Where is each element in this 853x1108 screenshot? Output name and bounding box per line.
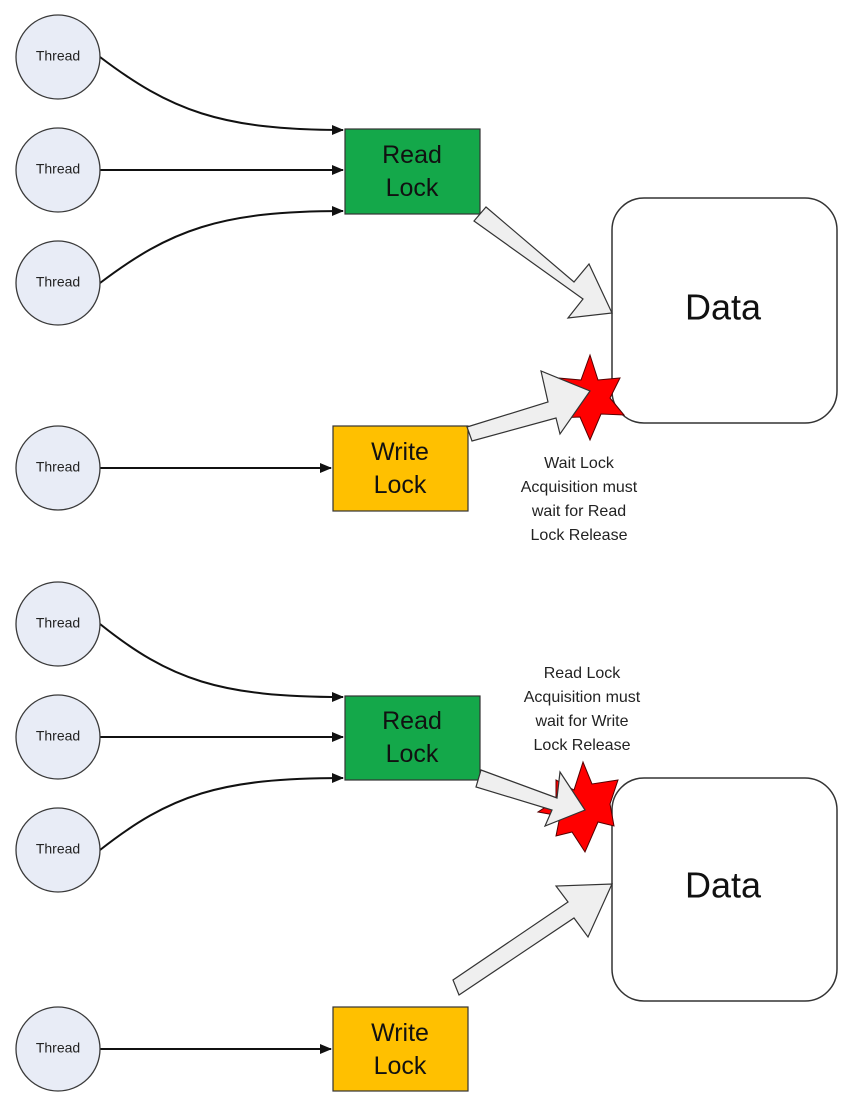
thread-label: Thread	[36, 459, 80, 475]
thread-label: Thread	[36, 615, 80, 631]
write-lock-label-line1: Write	[371, 438, 429, 466]
read-lock-label-line2: Lock	[386, 740, 439, 768]
conflict-note: Read Lock Acquisition must wait for Writ…	[524, 665, 641, 754]
thread-node: Thread	[15, 425, 101, 511]
read-lock-label-line2: Lock	[386, 174, 439, 202]
thread-label: Thread	[36, 274, 80, 290]
thread-label: Thread	[36, 161, 80, 177]
read-lock-label-line1: Read	[382, 707, 442, 735]
thread-node: Thread	[15, 14, 101, 100]
note-line: Read Lock	[544, 665, 621, 682]
thread-label: Thread	[36, 48, 80, 64]
access-blocked-arrow	[466, 370, 591, 442]
access-blocked-arrow	[475, 769, 586, 828]
thread-node: Thread	[15, 807, 101, 893]
write-lock-label-line2: Lock	[374, 1052, 427, 1080]
write-lock-label-line1: Write	[371, 1019, 429, 1047]
access-granted-arrow	[473, 206, 613, 319]
note-line: wait for Read	[531, 503, 626, 520]
data-label: Data	[685, 287, 762, 328]
thread-node: Thread	[15, 1006, 101, 1092]
note-line: Lock Release	[534, 737, 631, 754]
thread-label: Thread	[36, 841, 80, 857]
connector-thread1-readlock	[99, 623, 344, 702]
thread-label: Thread	[36, 1040, 80, 1056]
data-label: Data	[685, 865, 762, 906]
write-lock-box: Write Lock	[332, 425, 469, 512]
note-line: wait for Write	[534, 713, 628, 730]
thread-node: Thread	[15, 127, 101, 213]
connector-thread1-readlock	[99, 56, 344, 135]
access-granted-arrow	[452, 883, 613, 996]
connector-thread3-readlock	[99, 773, 344, 851]
read-lock-box: Read Lock	[344, 695, 481, 781]
note-line: Acquisition must	[524, 689, 641, 706]
note-line: Acquisition must	[521, 479, 638, 496]
note-line: Wait Lock	[544, 455, 615, 472]
panel-read-lock-held: Thread Thread Thread Thread Read Lock Wr…	[15, 14, 838, 544]
thread-node: Thread	[15, 581, 101, 667]
read-lock-box: Read Lock	[344, 128, 481, 215]
read-lock-label-line1: Read	[382, 141, 442, 169]
write-lock-box: Write Lock	[332, 1006, 469, 1092]
data-box: Data	[611, 777, 838, 1002]
write-lock-label-line2: Lock	[374, 471, 427, 499]
connector-thread3-readlock	[99, 206, 344, 284]
thread-label: Thread	[36, 728, 80, 744]
data-box: Data	[611, 197, 838, 424]
panel-write-lock-held: Thread Thread Thread Thread Read Lock Wr…	[15, 581, 838, 1092]
thread-node: Thread	[15, 240, 101, 326]
conflict-note: Wait Lock Acquisition must wait for Read…	[521, 455, 638, 544]
note-line: Lock Release	[531, 527, 628, 544]
thread-node: Thread	[15, 694, 101, 780]
